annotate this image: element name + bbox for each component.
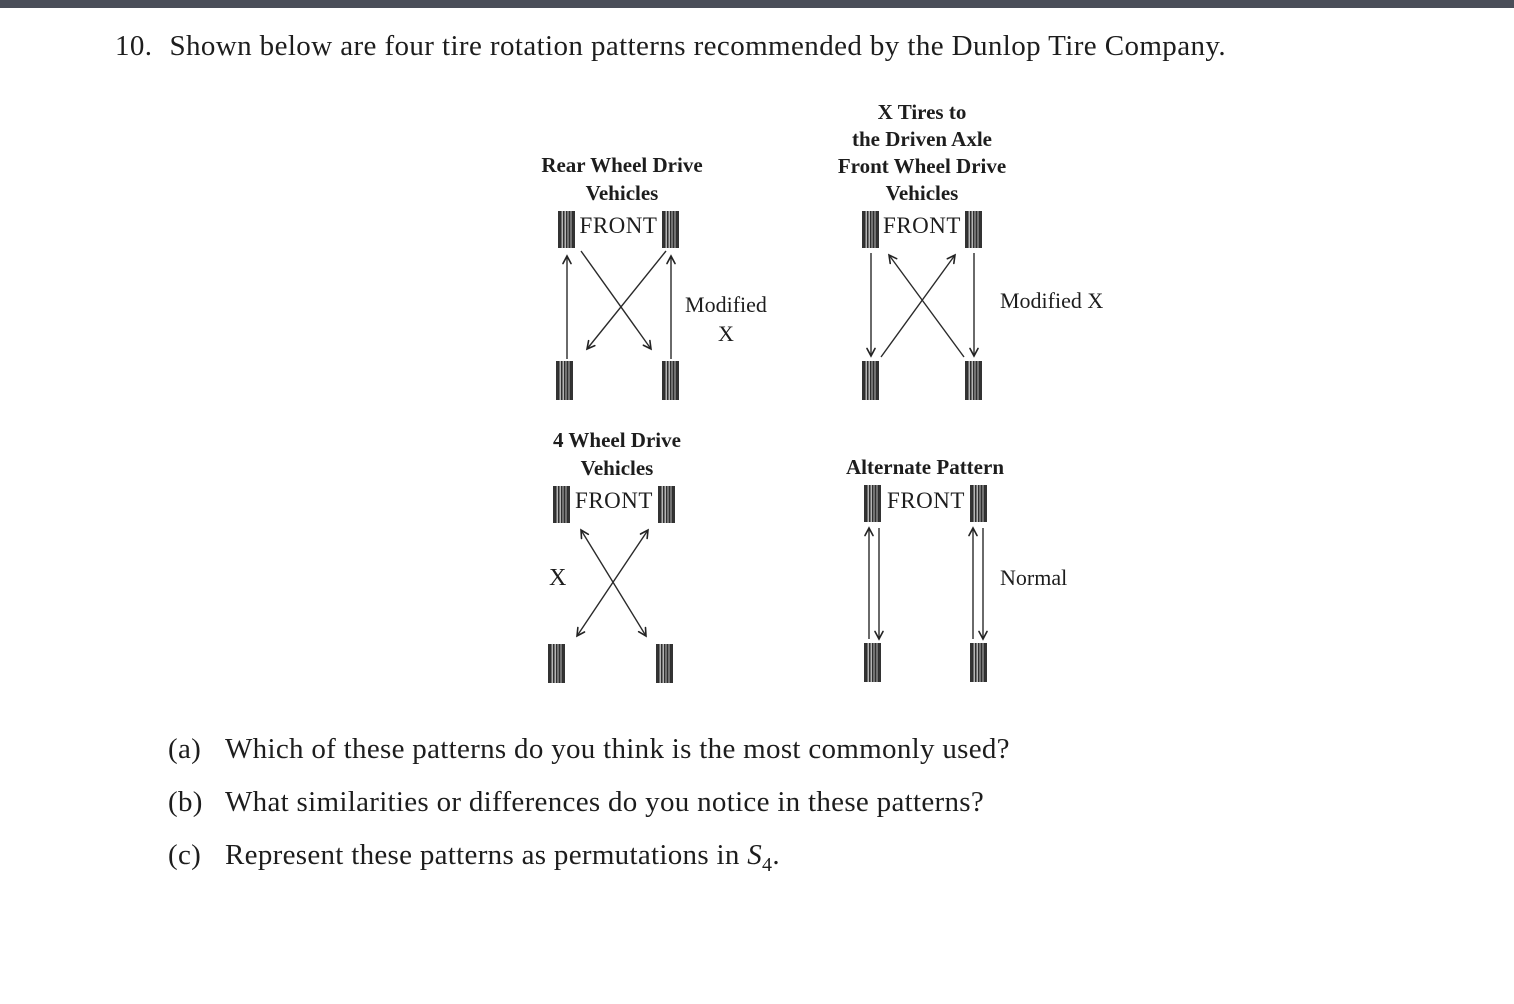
rwd-front-left-to-rear-right-arrow [580,250,652,351]
question-a-text: Which of these patterns do you think is … [225,733,1010,765]
x4wd-front-left-tire [553,486,570,523]
question-b-label: (b) [168,786,203,818]
alt-front-right-tire [970,485,987,522]
fwd-title-line-4: Vehicles [885,181,959,205]
fwd-title-line-2: the Driven Axle [852,127,992,151]
alt-title-line-1: Alternate Pattern [845,455,1004,479]
fwd-title: X Tires to the Driven Axle Front Wheel D… [790,99,1054,207]
rwd-pattern-label-line-1: Modified [685,292,767,317]
alt-front-label: FRONT [887,488,965,513]
rwd-front-right-to-rear-left-arrow [585,250,667,351]
fwd-rear-right-to-front-left-arrow [887,253,965,358]
x4wd-title: 4 Wheel Drive Vehicles [495,426,739,482]
rwd-front-right-tire [662,211,679,248]
problem-heading: 10. Shown below are four tire rotation pa… [115,30,1226,63]
rwd-pattern-label-line-2: X [718,321,734,346]
question-b-text: What similarities or differences do you … [225,786,985,818]
question-c-math: S [747,839,762,871]
rwd-rear-left-tire [556,361,573,400]
fwd-rear-left-tire [862,361,879,400]
x4wd-rear-right-tire [656,644,673,683]
alt-front-left-tire [864,485,881,522]
alt-rear-left-tire [864,643,881,682]
x4wd-rear-left-tire [548,644,565,683]
x4wd-title-line-1: 4 Wheel Drive [553,428,681,452]
rwd-title-line-2: Vehicles [585,181,659,205]
top-bar [0,0,1514,8]
question-c-text: Represent these patterns as permutations… [225,839,748,871]
fwd-title-line-3: Front Wheel Drive [837,154,1007,178]
question-c-suffix: . [772,839,780,871]
question-a: (a) Which of these patterns do you think … [168,733,1010,771]
x4wd-front-left-to-rear-right-arrow [580,528,647,638]
fwd-front-label: FRONT [883,213,961,238]
alt-rear-right-tire [970,643,987,682]
problem-statement: Shown below are four tire rotation patte… [169,30,1227,62]
question-c-math-sub: 4 [762,854,773,876]
rwd-rear-right-tire [662,361,679,400]
x4wd-front-label: FRONT [575,488,653,513]
fwd-pattern-label: Modified X [1000,288,1104,313]
x4wd-front-right-to-rear-left-arrow [576,528,649,638]
x4wd-title-line-2: Vehicles [580,456,654,480]
fwd-rear-right-tire [965,361,982,400]
x4wd-front-right-tire [658,486,675,523]
problem-number: 10. [115,30,153,62]
fwd-front-left-tire [862,211,879,248]
fwd-front-right-tire [965,211,982,248]
question-c-label: (c) [168,839,202,871]
rwd-title: Rear Wheel Drive Vehicles [500,151,744,207]
rwd-front-label: FRONT [579,213,658,238]
question-a-label: (a) [168,733,202,765]
alt-pattern-label: Normal [1000,565,1068,590]
fwd-title-line-1: X Tires to [877,100,967,124]
rwd-title-line-1: Rear Wheel Drive [541,153,703,177]
alt-title: Alternate Pattern [793,453,1057,481]
x4wd-pattern-label: X [549,565,567,591]
rwd-front-left-tire [558,211,575,248]
rwd-pattern-label: Modified X [680,290,772,348]
question-b: (b) What similarities or differences do y… [168,786,984,824]
question-c: (c) Represent these patterns as permutati… [168,839,780,877]
fwd-rear-left-to-front-right-arrow [880,253,956,358]
